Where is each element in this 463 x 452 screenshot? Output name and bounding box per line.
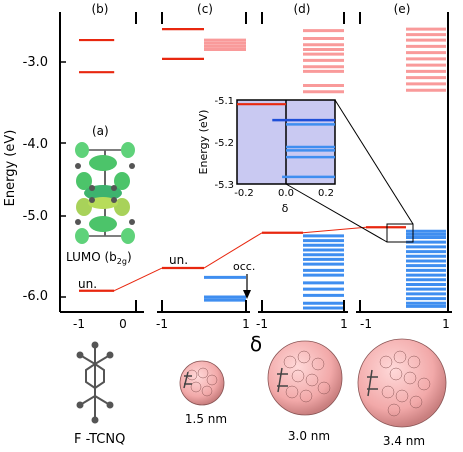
lumo-orbital-image (75, 142, 135, 244)
y-ticks (60, 61, 66, 298)
level-connector (302, 226, 367, 234)
x-axis-label: δ (250, 332, 262, 356)
annotation-un-c: un. (169, 253, 188, 267)
annotation-occ: occ. (233, 260, 255, 273)
inset-y-tick-labels: -5.1 -5.2 -5.3 (214, 96, 234, 191)
molecule-caption: LUMO (b2g) (66, 250, 132, 266)
y-tick-label: -3.0 (23, 55, 48, 70)
cluster-label-3-0nm: 3.0 nm (288, 429, 330, 443)
cluster-label-1-5nm: 1.5 nm (185, 412, 227, 426)
cluster-1-5nm (179, 360, 225, 406)
cluster-label-3-4nm: 3.4 nm (383, 434, 425, 448)
y-tick-label: -5.0 (23, 209, 48, 224)
level-connector (203, 232, 263, 269)
occ-arrow (243, 274, 251, 299)
inset-x-tick-label: 0.2 (318, 188, 334, 199)
frame-c (157, 12, 250, 313)
panel-label-c: (c) (197, 2, 213, 16)
x-tick-label: 1 (340, 317, 348, 331)
molecule-panel-label: (a) (92, 124, 109, 138)
level-connector (113, 267, 163, 292)
inset-y-axis-label: Energy (eV) (197, 110, 210, 175)
panel-label-b: (b) (92, 2, 109, 16)
adsorbed-molecule-icon (367, 369, 378, 397)
x-tick-label: -1 (73, 317, 85, 331)
panel-label-e: (e) (394, 2, 411, 16)
inset-x-tick-label: -0.2 (234, 188, 254, 199)
inset-x-tick-label: 0.0 (278, 188, 294, 199)
x-tick-labels: -1 0 -1 1 -1 1 -1 1 (73, 317, 450, 331)
frame-b (60, 12, 144, 313)
panel-labels: (b) (c) (d) (e) (92, 2, 411, 16)
molecule-name: F -TCNQ (74, 432, 125, 447)
inset-x-axis-label: δ (282, 202, 289, 215)
x-tick-label: 0 (119, 317, 127, 331)
y-axis-label: Energy (eV) (3, 130, 18, 207)
adsorbed-molecule-icon (277, 367, 288, 393)
frame-d (258, 12, 348, 313)
energy-levels (79, 27, 446, 310)
cluster-3-0nm (267, 340, 343, 416)
y-tick-label: -6.0 (23, 289, 48, 304)
f4tcnq-structure-icon (76, 341, 114, 424)
inset-y-tick-label: -5.1 (214, 96, 234, 107)
x-tick-label: -1 (256, 317, 268, 331)
cluster-3-4nm (357, 338, 447, 428)
x-tick-label: 1 (442, 317, 450, 331)
inset-levels (237, 103, 335, 179)
x-tick-label: 1 (242, 317, 250, 331)
y-tick-labels: -3.0 -4.0 -5.0 -6.0 (23, 55, 48, 304)
x-tick-label: -1 (360, 317, 372, 331)
y-tick-label: -4.0 (23, 137, 48, 152)
inset-y-tick-label: -5.3 (214, 180, 234, 191)
inset: -5.1 -5.2 -5.3 -0.2 0.0 0.2 Energy (eV) … (197, 96, 336, 215)
inset-x-tick-labels: -0.2 0.0 0.2 (234, 188, 334, 199)
zoom-indicator (285, 99, 414, 243)
inset-y-tick-label: -5.2 (214, 138, 234, 149)
adsorbed-molecule-icon (183, 371, 192, 389)
annotation-un-b: un. (78, 277, 97, 291)
x-tick-label: -1 (156, 317, 168, 331)
frame-e (356, 12, 452, 313)
panel-label-d: (d) (294, 2, 311, 16)
